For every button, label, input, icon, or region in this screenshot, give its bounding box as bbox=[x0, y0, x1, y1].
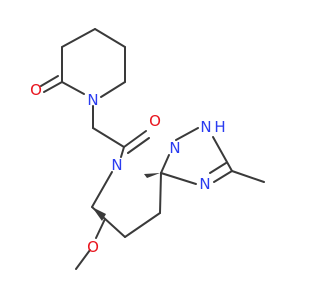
bond bbox=[92, 127, 125, 148]
atom-n-triazole-2: N bbox=[200, 118, 211, 136]
bond bbox=[209, 162, 227, 174]
bond bbox=[95, 218, 106, 239]
bond bbox=[231, 170, 265, 183]
stereo-wedge bbox=[144, 173, 160, 178]
structure-drawing: O N O N O N N H N bbox=[30, 28, 265, 270]
bond bbox=[40, 75, 59, 87]
bond bbox=[123, 130, 147, 148]
atom-h-triazole: H bbox=[214, 118, 225, 136]
bond bbox=[91, 171, 113, 208]
atom-o-lactam: O bbox=[30, 81, 42, 99]
bond bbox=[61, 81, 85, 95]
bond bbox=[213, 170, 233, 183]
bond bbox=[124, 212, 161, 238]
atom-n-triazole-1: N bbox=[169, 139, 180, 157]
bond bbox=[127, 137, 150, 154]
bond bbox=[175, 127, 199, 141]
bond bbox=[120, 146, 125, 158]
atom-n-pyrrolidine: N bbox=[111, 156, 122, 174]
bond bbox=[100, 81, 126, 98]
molecule-diagram: O N O N O N N H N bbox=[30, 28, 265, 270]
bond bbox=[212, 136, 233, 172]
stereo-wedge bbox=[92, 207, 106, 221]
atom-n-piperidine: N bbox=[87, 91, 98, 109]
bond bbox=[75, 249, 91, 270]
atom-o-methoxy: O bbox=[87, 238, 99, 256]
atom-n-triazole-4: N bbox=[199, 175, 210, 193]
bond bbox=[160, 172, 197, 185]
bond bbox=[159, 172, 162, 214]
bond bbox=[94, 28, 126, 48]
bond bbox=[160, 154, 170, 174]
bond bbox=[61, 28, 96, 48]
bonds bbox=[40, 28, 265, 270]
atom-o-amide: O bbox=[149, 112, 161, 130]
bond bbox=[43, 81, 63, 93]
